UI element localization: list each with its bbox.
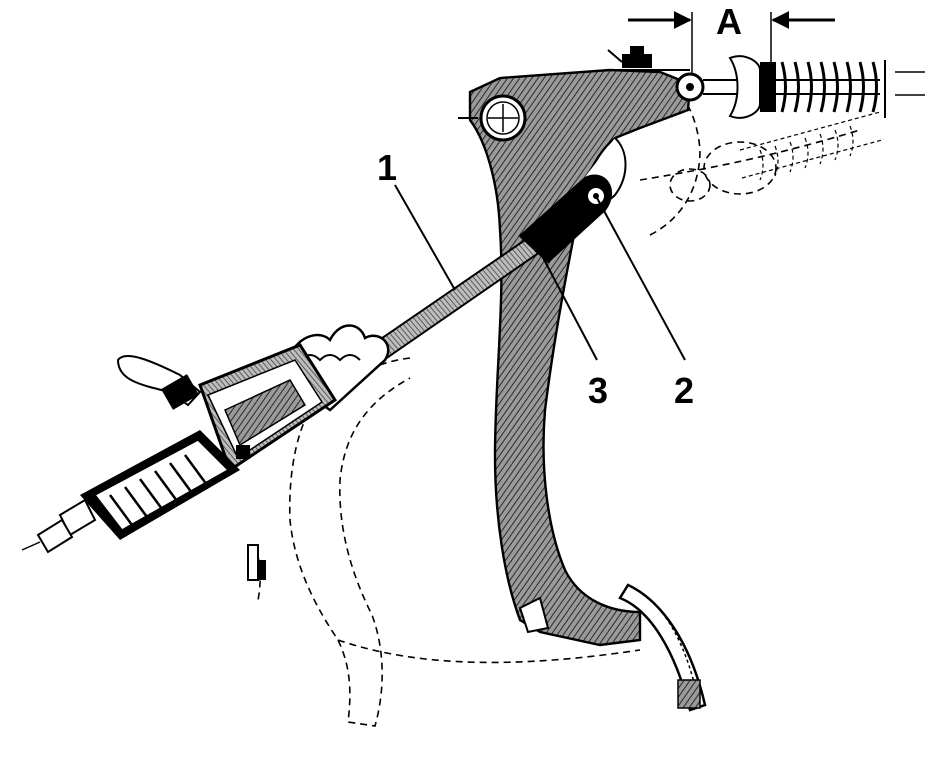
master-cylinder <box>21 324 390 554</box>
callout-3: 3 <box>588 370 608 411</box>
pedal-pad <box>518 583 707 712</box>
leader-lines <box>394 184 686 361</box>
pedal-arm <box>468 68 692 647</box>
clevis-pin <box>586 186 606 206</box>
spring-eye <box>675 72 705 102</box>
dimension-a-label: A <box>716 1 742 42</box>
dimension-a: A <box>628 1 835 75</box>
return-spring-alt-position <box>739 111 883 181</box>
callout-2: 2 <box>674 370 694 411</box>
return-spring <box>703 55 925 119</box>
pedal-bracket <box>607 46 690 71</box>
pivot-bolt <box>458 94 527 142</box>
floor-bracket <box>247 544 266 581</box>
callout-1: 1 <box>377 147 397 188</box>
